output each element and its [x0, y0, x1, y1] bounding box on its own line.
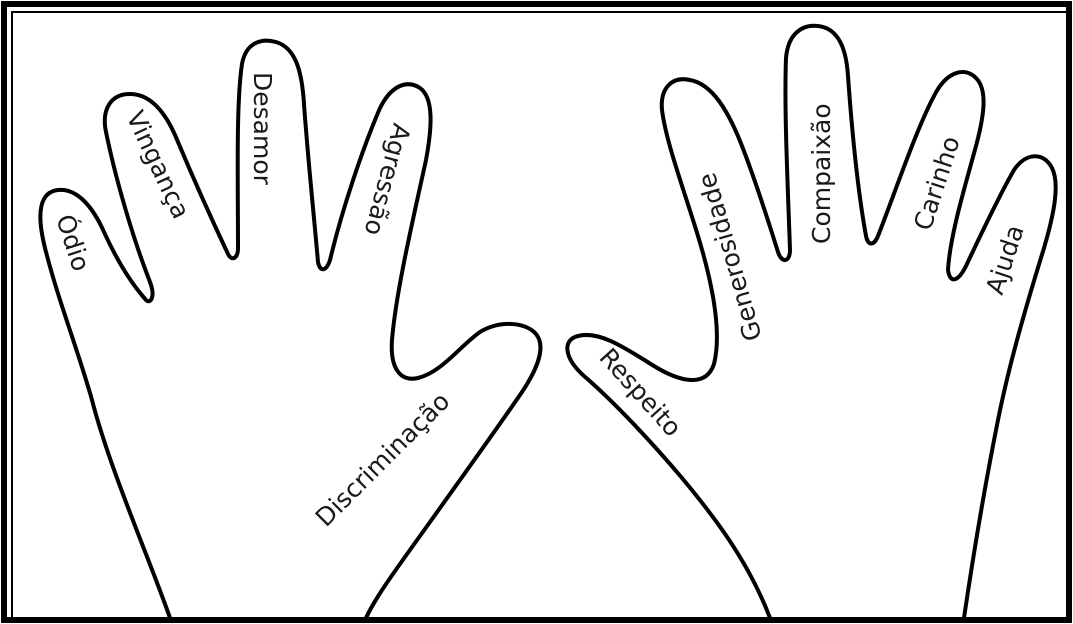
finger-label-discriminacao: Discriminação: [310, 387, 456, 533]
inner-border: [12, 12, 1070, 618]
left-hand-outline: [40, 41, 540, 618]
finger-label-ajuda: Ajuda: [980, 221, 1030, 298]
finger-label-desamor: Desamor: [248, 72, 277, 186]
finger-label-compaixao: Compaixão: [807, 103, 836, 244]
image-border: [4, 4, 1069, 620]
finger-label-vinganca: Vingança: [121, 106, 196, 223]
finger-label-odio: Ódio: [50, 211, 96, 275]
